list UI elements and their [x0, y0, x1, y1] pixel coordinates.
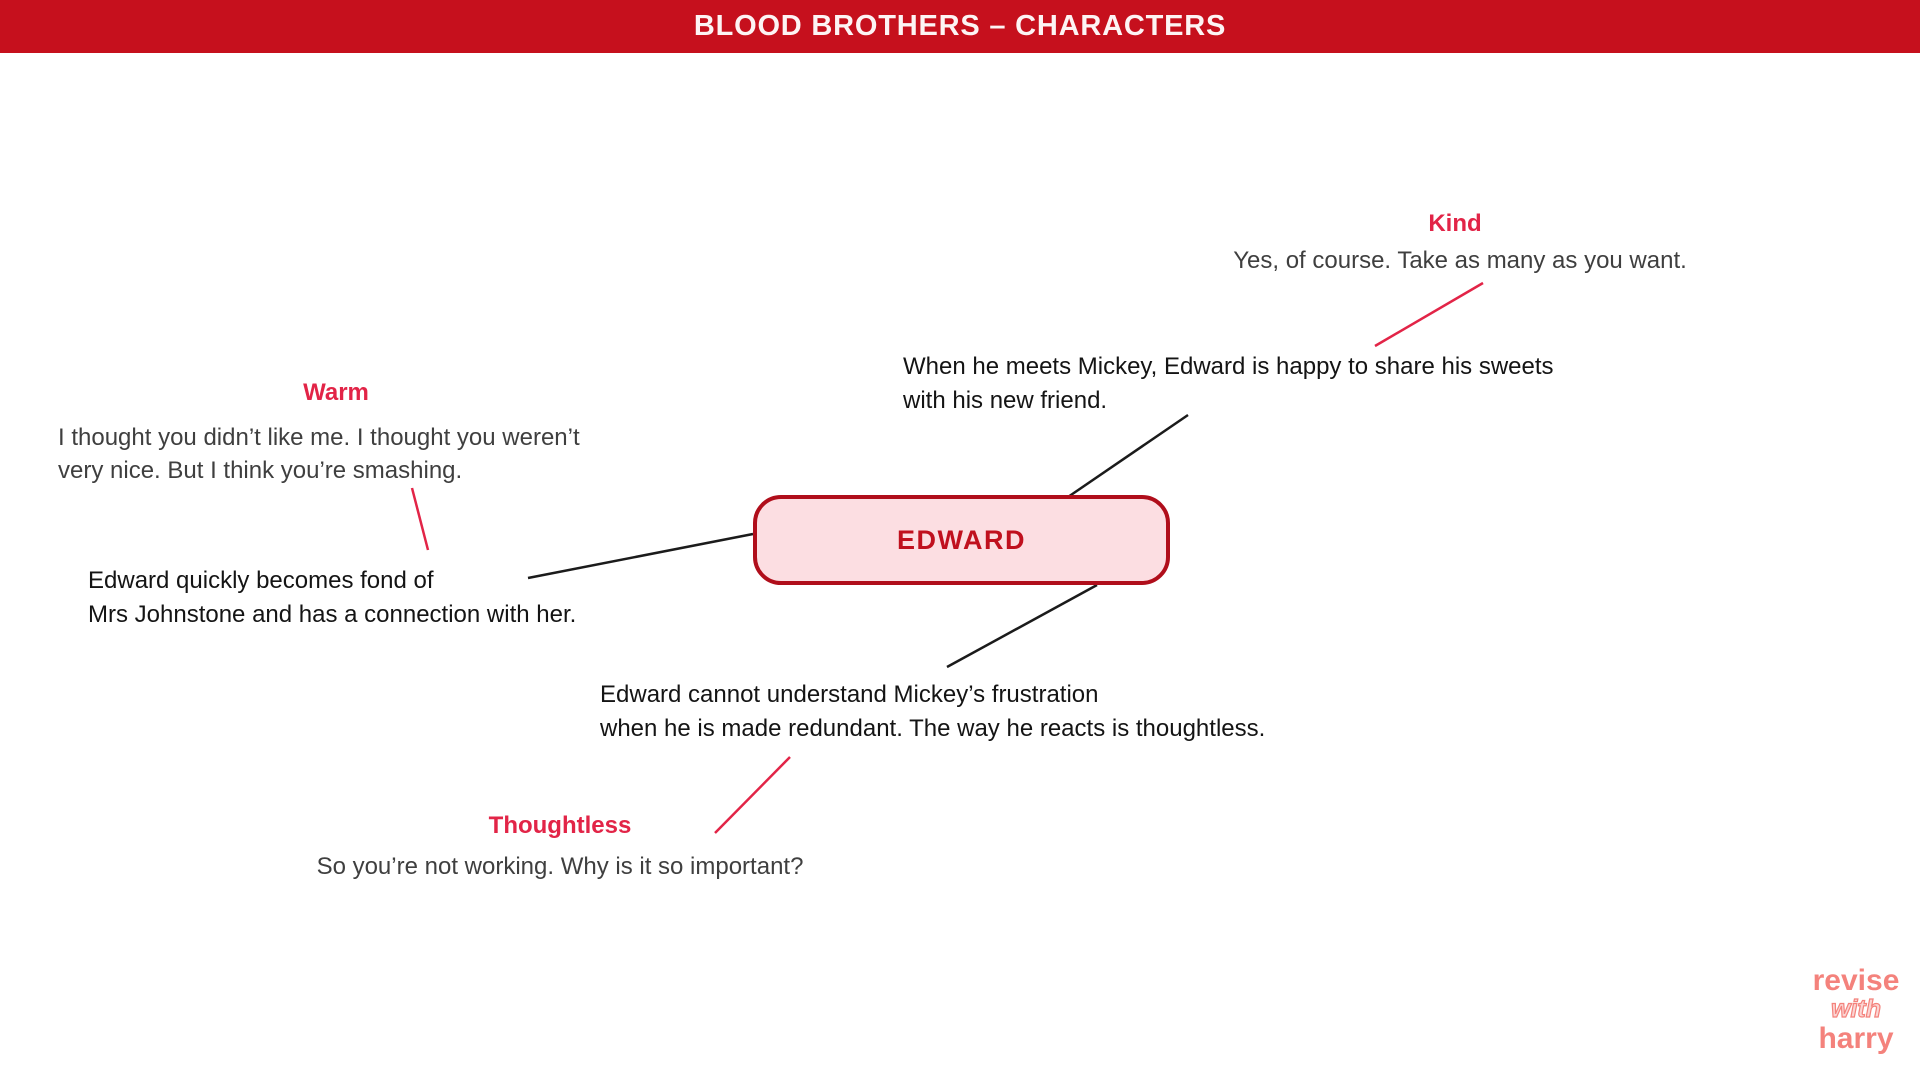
- logo-line-with: with: [1830, 995, 1881, 1023]
- note-sweets: When he meets Mickey, Edward is happy to…: [903, 353, 1554, 414]
- character-name: EDWARD: [897, 524, 1026, 555]
- connector-thoughtless-label-to-note: [714, 756, 791, 834]
- trait-quote-thoughtless: So you’re not working. Why is it so impo…: [316, 853, 804, 880]
- trait-quote-kind: Yes, of course. Take as many as you want…: [1233, 247, 1687, 274]
- trait-label-kind: Kind: [1428, 210, 1482, 237]
- note-redundancy: Edward cannot understand Mickey’s frustr…: [600, 681, 1266, 742]
- trait-quote-warm: I thought you didn’t like me. I thought …: [58, 424, 580, 484]
- trait-label-warm: Warm: [303, 379, 369, 406]
- note-mrs-johnstone: Edward quickly becomes fond of Mrs Johns…: [88, 567, 577, 628]
- connector-box-to-sweets-note: [1067, 413, 1189, 499]
- connector-kind-quote-to-note: [1374, 281, 1484, 348]
- connector-box-to-redundancy-note: [946, 583, 1098, 669]
- page-title: BLOOD BROTHERS – CHARACTERS: [693, 10, 1227, 42]
- revise-with-harry-logo: revise with harry: [1796, 966, 1916, 1056]
- logo-line-revise: revise: [1812, 964, 1900, 997]
- character-box: EDWARD: [753, 495, 1170, 585]
- trait-label-thoughtless: Thoughtless: [488, 812, 632, 839]
- header-bar: BLOOD BROTHERS – CHARACTERS: [0, 0, 1920, 53]
- connector-warm-quote-to-note: [410, 487, 430, 551]
- logo-line-harry: harry: [1818, 1022, 1894, 1055]
